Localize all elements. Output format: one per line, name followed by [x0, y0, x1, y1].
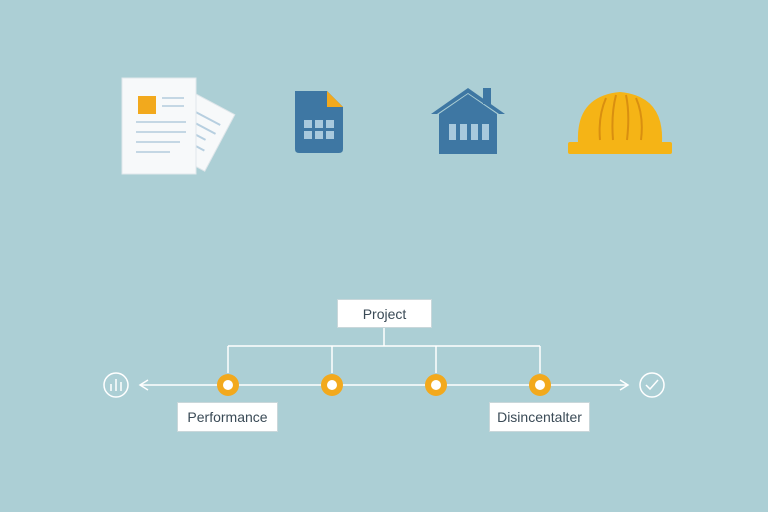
- milestone-1: [217, 374, 239, 396]
- disincentalter-label: Disincentalter: [489, 402, 590, 432]
- timeline-axis: [138, 379, 630, 391]
- connector-lines: [227, 327, 541, 373]
- checkmark-circle-icon: [639, 372, 665, 398]
- bar-chart-circle-icon: [103, 372, 129, 398]
- milestone-3: [425, 374, 447, 396]
- performance-label: Performance: [177, 402, 278, 432]
- house-icon: [427, 84, 509, 156]
- hardhat-icon: [566, 88, 674, 158]
- milestone-4: [529, 374, 551, 396]
- documents-icon: [118, 74, 236, 184]
- project-label: Project: [337, 299, 432, 328]
- milestone-2: [321, 374, 343, 396]
- spreadsheet-file-icon: [291, 87, 347, 155]
